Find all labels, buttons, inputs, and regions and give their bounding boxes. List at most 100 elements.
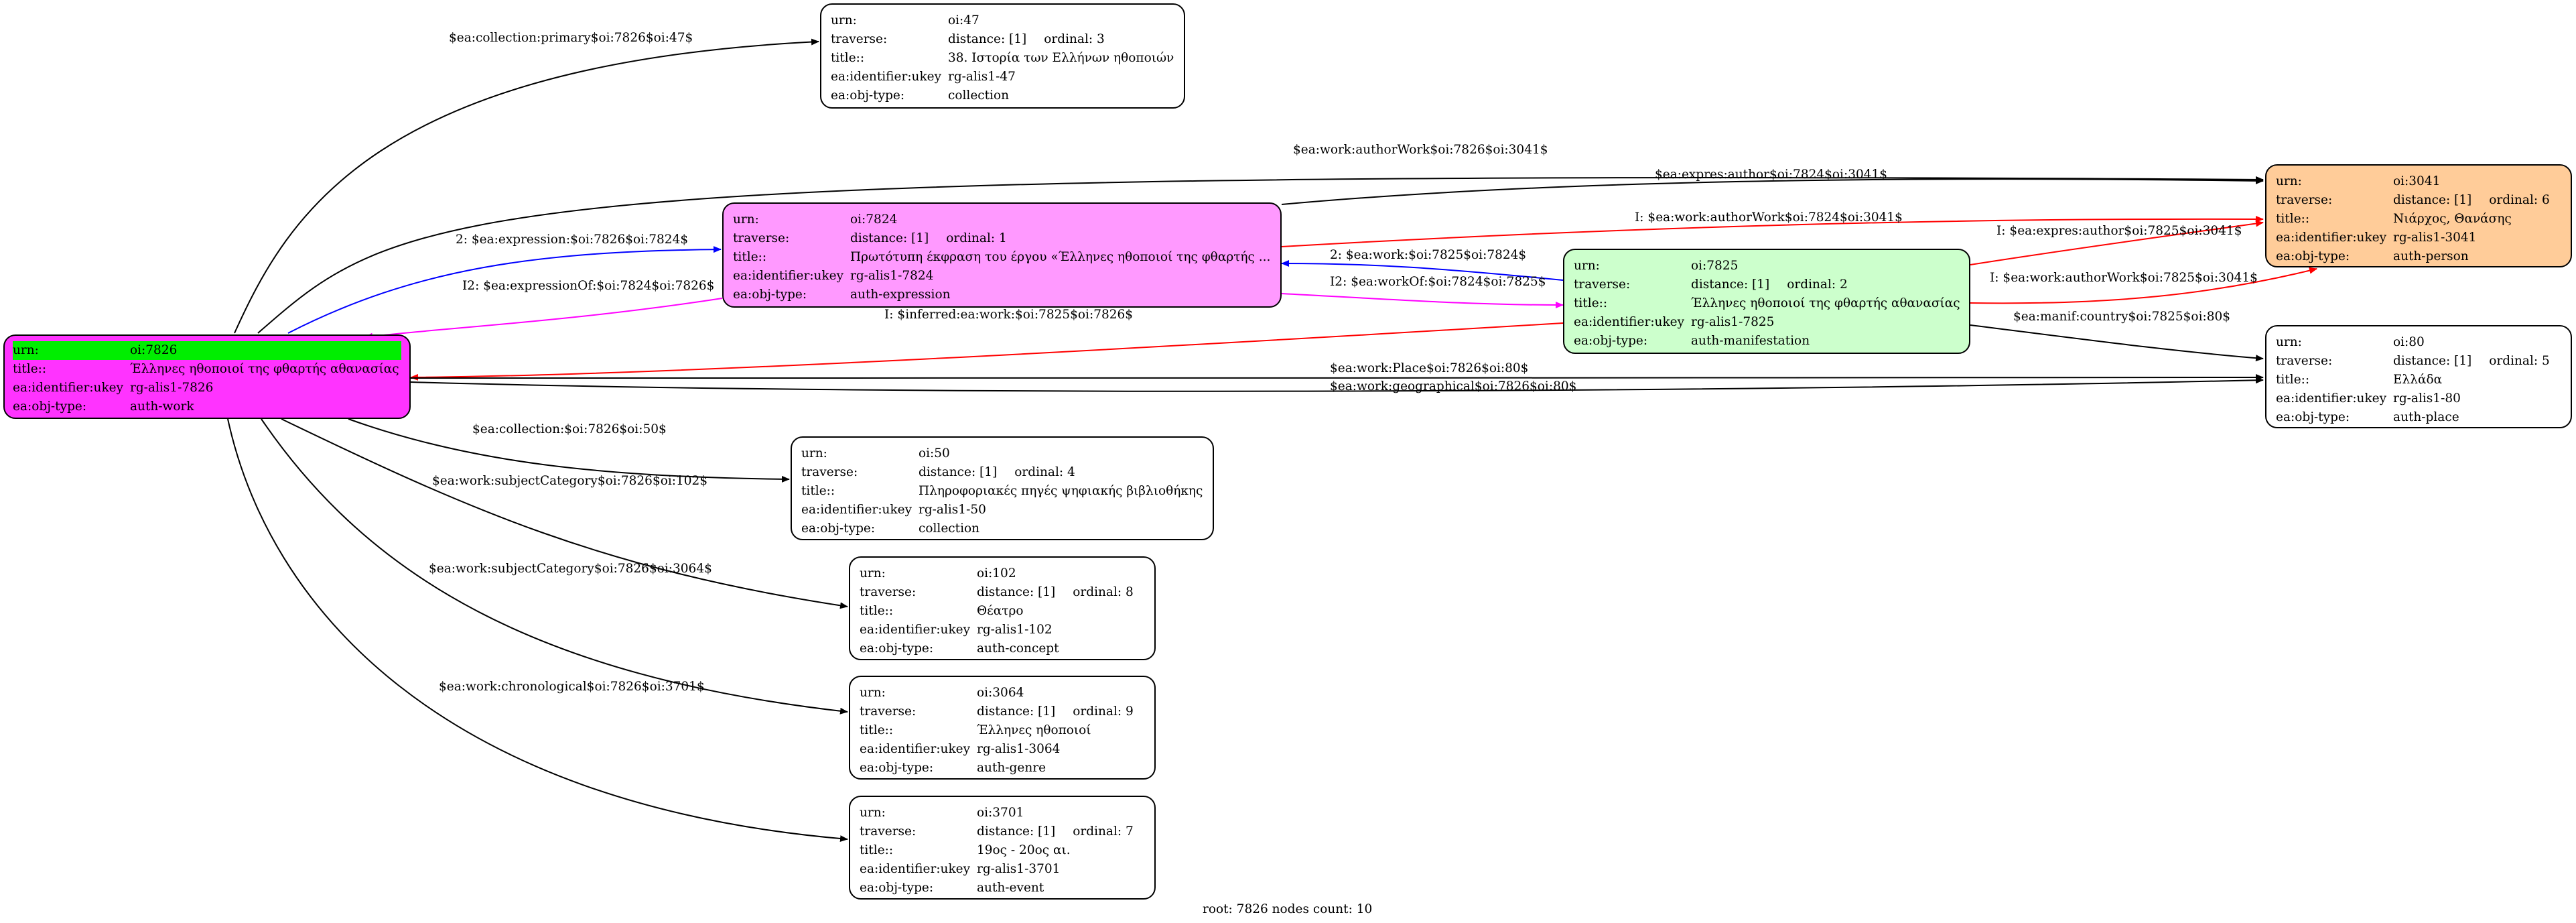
edge-label: 2: $ea:expression:$oi:7826$oi:7824$ [456, 233, 688, 247]
edge-line [281, 418, 848, 609]
traverse-value: distance: [1]ordinal: 1 [850, 229, 1271, 248]
urn-key: urn: [2276, 335, 2302, 349]
title-value: Έλληνες ηθοποιοί [977, 721, 1145, 740]
edge-label: I: $ea:expres:author$oi:7825$oi:3041$ [1996, 224, 2242, 238]
title-value: 38. Ιστορία των Ελλήνων ηθοποιών [948, 49, 1174, 68]
title-value: Ελλάδα [2393, 371, 2561, 389]
type-value: auth-place [2393, 408, 2561, 427]
title-key: title:: [831, 51, 865, 65]
ukey-value: rg-alis1-80 [2393, 389, 2561, 408]
traverse-key: traverse: [860, 704, 917, 719]
node-oi80[interactable]: urn: oi:80 traverse: distance: [1]ordinal: … [2265, 325, 2572, 428]
title-key: title:: [860, 604, 894, 618]
urn-key: urn: [1574, 259, 1600, 273]
urn-value: oi:3041 [2393, 172, 2561, 191]
distance-value: distance: [1] [1691, 278, 1770, 292]
title-row: title::Έλληνες ηθοποιοί της φθαρτής αθαν… [1574, 294, 1960, 313]
title-row: title::Έλληνες ηθοποιοί της φθαρτής αθαν… [13, 360, 401, 379]
traverse-key: traverse: [2276, 354, 2333, 368]
type-text: auth-person [2393, 249, 2469, 263]
urn-key: urn: [860, 566, 886, 580]
traverse-value: distance: [1]ordinal: 5 [2393, 352, 2561, 371]
type-key: ea:obj-type: [860, 641, 934, 656]
type-key: ea:obj-type: [2276, 249, 2350, 263]
ukey-text: rg-alis1-7824 [850, 269, 934, 283]
title-key: title:: [2276, 373, 2310, 387]
urn-value: oi:3064 [977, 684, 1145, 702]
title-row: title::Πρωτότυπη έκφραση του έργου «Έλλη… [733, 248, 1271, 267]
type-key: ea:obj-type: [831, 88, 905, 103]
type-text: auth-concept [977, 641, 1059, 656]
edge-label: I: $inferred:ea:work:$oi:7825$oi:7826$ [884, 308, 1133, 322]
node-oi7826[interactable]: urn:oi:7826 title::Έλληνες ηθοποιοί της … [3, 334, 411, 419]
title-key: title:: [860, 723, 894, 737]
edge-line [1970, 220, 2264, 265]
ukey-value: rg-alis1-7825 [1691, 313, 1960, 332]
edge-label: $ea:expres:author$oi:7824$oi:3041$ [1655, 168, 1887, 182]
traverse-row: traverse:distance: [1]ordinal: 4 [801, 463, 1203, 482]
urn-value: oi:80 [2393, 333, 2561, 352]
ukey-key: ea:identifier:ukey [733, 269, 844, 283]
title-row: title::19ος - 20ος αι. [860, 841, 1145, 860]
title-row: title::Πληροφοριακές πηγές ψηφιακής βιβλ… [801, 482, 1203, 501]
edge-line [257, 176, 2264, 334]
title-value: Έλληνες ηθοποιοί της φθαρτής αθανασίας [1691, 294, 1960, 313]
edge-line [1281, 260, 1564, 281]
edge-line [1281, 177, 2264, 205]
edge-line [364, 298, 723, 340]
ordinal-value: ordinal: 2 [1787, 278, 1848, 292]
type-text: collection [919, 521, 980, 536]
edge-line [348, 418, 790, 483]
ordinal-value: ordinal: 5 [2489, 354, 2550, 368]
ukey-key: ea:identifier:ukey [2276, 231, 2387, 245]
type-key: ea:obj-type: [733, 288, 807, 302]
urn-row: urn:oi:102 [860, 564, 1145, 583]
edge-line [234, 38, 819, 334]
traverse-row: traverse:distance: [1]ordinal: 6 [2276, 191, 2561, 210]
type-row: ea:obj-type:collection [801, 519, 1203, 538]
title-key: title:: [860, 843, 894, 857]
urn-text: oi:7825 [1691, 259, 1739, 273]
urn-key: urn: [860, 806, 886, 820]
type-text: collection [948, 88, 1010, 103]
ukey-row: ea:identifier:ukey rg-alis1-7824 [733, 267, 1271, 286]
urn-key: urn: [831, 13, 857, 27]
type-row: ea:obj-type:auth-expression [733, 286, 1271, 304]
footer-summary: root: 7826 nodes count: 10 [1203, 902, 1372, 916]
type-row: ea:obj-type:auth-event [860, 879, 1145, 898]
edge-line [1281, 215, 2264, 247]
ukey-text: rg-alis1-80 [2393, 391, 2461, 406]
edge-label: $ea:collection:primary$oi:7826$oi:47$ [449, 31, 693, 45]
traverse-row: traverse:distance: [1]ordinal: 3 [831, 30, 1174, 49]
type-row: ea:obj-type: collection [831, 86, 1174, 105]
type-text: auth-place [2393, 410, 2459, 424]
ukey-text: rg-alis1-7825 [1691, 315, 1775, 329]
edge-label: I2: $ea:workOf:$oi:7824$oi:7825$ [1330, 275, 1546, 289]
urn-key: urn: [860, 686, 886, 700]
urn-row: urn:oi:3701 [860, 804, 1145, 822]
type-row: ea:obj-type: auth-concept [860, 639, 1145, 658]
traverse-key: traverse: [733, 231, 790, 245]
traverse-value: distance: [1]ordinal: 3 [948, 30, 1174, 49]
title-text: Πρωτότυπη έκφραση του έργου «Έλληνες ηθο… [850, 250, 1271, 264]
title-text: 38. Ιστορία των Ελλήνων ηθοποιών [948, 51, 1174, 65]
edge-line [410, 377, 2264, 392]
type-key: ea:obj-type: [1574, 334, 1648, 348]
distance-value: distance: [1] [850, 231, 929, 245]
urn-row: urn: oi:3064 [860, 684, 1145, 702]
edge-label: $ea:work:authorWork$oi:7826$oi:3041$ [1293, 143, 1548, 157]
urn-key: urn: [733, 212, 759, 227]
type-text: auth-genre [977, 761, 1046, 775]
